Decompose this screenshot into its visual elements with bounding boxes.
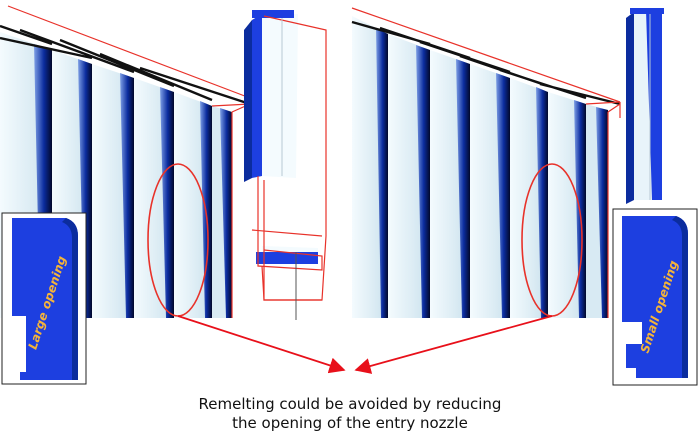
arrow-left-to-caption — [177, 315, 346, 374]
right-outline — [351, 7, 621, 318]
caption-line-2: the opening of the entry nozzle — [232, 414, 468, 432]
inset-small-opening: Small opening — [612, 208, 698, 386]
caption-line-1: Remelting could be avoided by reducing — [198, 395, 502, 413]
large-opening-nozzle-shape — [12, 218, 78, 380]
left-nozzle-column — [244, 10, 327, 320]
inset-large-opening: Large opening — [1, 212, 87, 385]
convergence-arrows — [177, 315, 553, 374]
arrow-right-to-caption — [354, 315, 553, 374]
right-nozzle-column — [626, 8, 664, 204]
right-fins — [351, 16, 621, 318]
right-model-panel — [351, 7, 664, 318]
small-opening-nozzle-shape — [622, 216, 688, 378]
